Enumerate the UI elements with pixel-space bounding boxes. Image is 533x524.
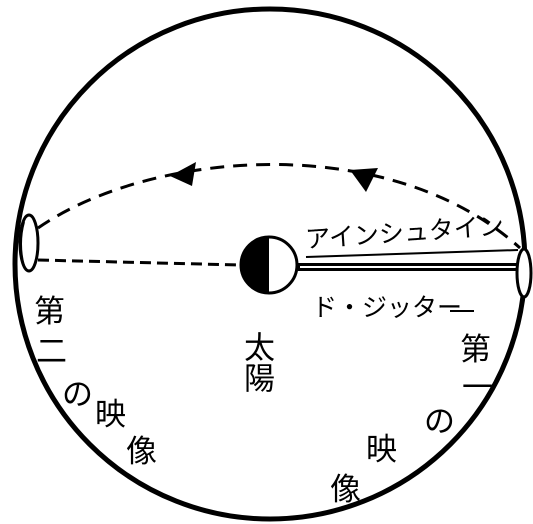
sun-label: 太陽 bbox=[238, 331, 274, 393]
second-image-oval-shade bbox=[20, 221, 25, 267]
first-image-label: 第一の映像 bbox=[330, 332, 493, 508]
second-image-label: 第二の映像 bbox=[34, 294, 157, 470]
sun-dark-half bbox=[241, 237, 269, 293]
arc-arrow-right bbox=[350, 168, 378, 192]
einstein-label: アインシュタイン bbox=[304, 211, 504, 254]
light-path-arc bbox=[37, 163, 522, 250]
einstein-underline bbox=[305, 249, 519, 258]
arc-arrow-left bbox=[170, 162, 196, 186]
dashed-path-to-second-image bbox=[37, 258, 241, 267]
de-sitter-label: ド・ジッター bbox=[312, 293, 462, 322]
first-image-oval bbox=[515, 247, 533, 299]
